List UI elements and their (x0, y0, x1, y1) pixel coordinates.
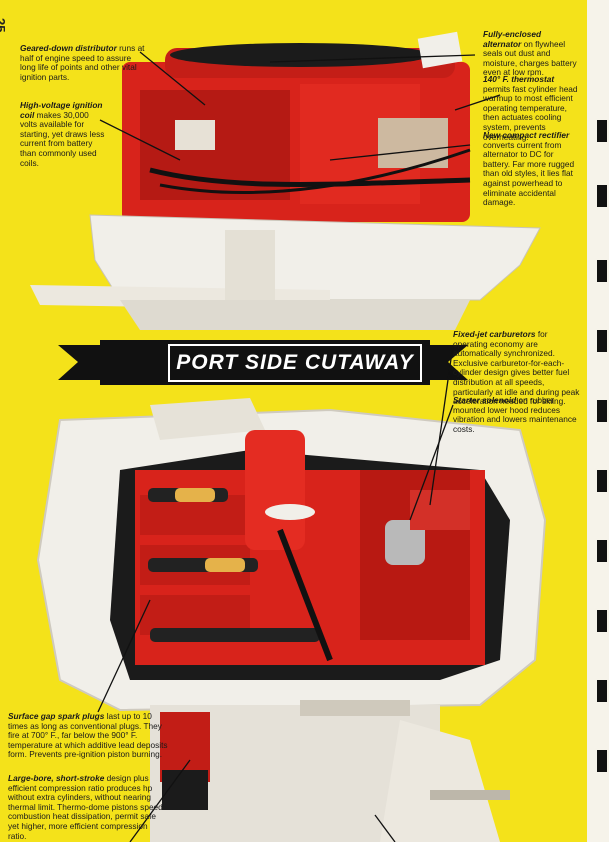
callout-spark-plugs: Surface gap spark plugs last up to 10 ti… (8, 711, 168, 760)
page-edge (587, 0, 609, 842)
callout-heading: Fixed-jet carburetors (453, 329, 536, 339)
callout-body: design plus efficient compression ratio … (8, 773, 163, 841)
callout-heading: Starter solenoid (453, 395, 517, 405)
callout-distributor: Geared-down distributor runs at half of … (20, 43, 148, 82)
callout-thermostat: 140° F. thermostat permits fast cylinder… (483, 74, 579, 142)
callout-body: makes 30,000 volts available for startin… (20, 109, 105, 168)
callout-heading: Geared-down distributor (20, 43, 117, 53)
callout-heading: Surface gap spark plugs (8, 711, 105, 721)
callout-body: converts current from alternator to DC f… (483, 139, 575, 208)
callout-carburetors: Fixed-jet carburetors for operating econ… (453, 329, 583, 407)
callout-pistons: Large-bore, short-stroke design plus eff… (8, 773, 168, 841)
callout-heading: Large-bore, short-stroke (8, 773, 105, 783)
callout-solenoid: Starter solenoid on rubber mounted lower… (453, 395, 583, 434)
banner: PORT SIDE CUTAWAY (58, 330, 468, 390)
edge-mark (597, 185, 607, 207)
callout-heading: New compact rectifier (483, 130, 570, 140)
leader-lines (97, 51, 501, 842)
callout-body: on rubber mounted lower hood reduces vib… (453, 395, 577, 434)
edge-mark (597, 610, 607, 632)
page-number: 25 (0, 18, 8, 33)
edge-mark (597, 330, 607, 352)
callout-body: permits fast cylinder head warmup to mos… (483, 83, 578, 142)
callout-heading: 140° F. thermostat (483, 74, 555, 84)
callout-body: on flywheel seals out dust and moisture,… (483, 38, 577, 78)
callout-body: last up to 10 times as long as conventio… (8, 711, 168, 760)
lower-engine-internals (135, 430, 485, 665)
upper-engine-powerhead (122, 31, 471, 222)
callout-alternator: Fully-enclosed alternator on flywheel se… (483, 29, 579, 78)
callout-coil: High-voltage ignition coil makes 30,000 … (20, 100, 108, 168)
lower-engine-midsection (150, 700, 510, 842)
edge-mark (597, 400, 607, 422)
callout-body: runs at half of engine speed to assure l… (20, 43, 145, 82)
callout-rectifier: New compact rectifier converts current f… (483, 130, 579, 208)
upper-engine-cowl (30, 214, 541, 330)
edge-mark (597, 750, 607, 772)
edge-mark (597, 120, 607, 142)
callout-body: for operating economy are automatically … (453, 329, 580, 407)
callout-heading: High-voltage ignition coil (20, 100, 103, 120)
edge-mark (597, 470, 607, 492)
edge-mark (597, 680, 607, 702)
callout-heading: Fully-enclosed alternator (483, 29, 542, 49)
banner-title: PORT SIDE CUTAWAY (168, 344, 422, 382)
edge-mark (597, 260, 607, 282)
edge-mark (597, 540, 607, 562)
